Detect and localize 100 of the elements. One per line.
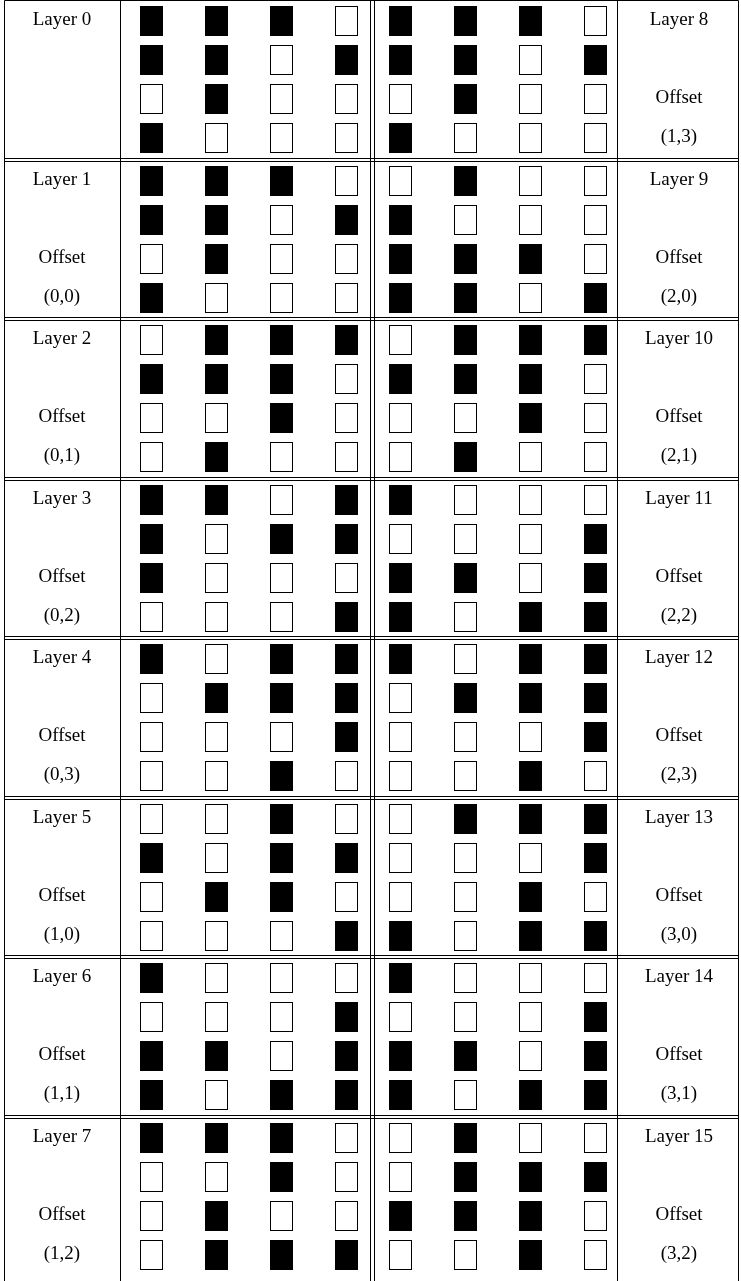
offset-label: Offset: [655, 884, 703, 906]
layer-label: Layer 10: [644, 327, 714, 349]
filled-square: [519, 6, 542, 36]
layer-label: Layer 11: [645, 487, 713, 509]
filled-square: [335, 325, 358, 355]
filled-square: [519, 882, 542, 912]
empty-square: [270, 921, 293, 951]
filled-square: [584, 921, 607, 951]
filled-square: [205, 442, 228, 472]
empty-square: [205, 1080, 228, 1110]
empty-square: [205, 843, 228, 873]
empty-square: [584, 1240, 607, 1270]
offset-coordinates: (1,1): [43, 1082, 81, 1104]
layer-label: Layer 14: [644, 965, 714, 987]
offset-label: Offset: [655, 565, 703, 587]
filled-square: [389, 205, 412, 235]
offset-label: Offset: [655, 405, 703, 427]
filled-square: [335, 1240, 358, 1270]
empty-square: [205, 123, 228, 153]
empty-square: [584, 485, 607, 515]
layer-label: Layer 0: [32, 8, 92, 30]
empty-square: [389, 882, 412, 912]
empty-square: [454, 722, 477, 752]
offset-label: Offset: [655, 1043, 703, 1065]
empty-square: [454, 963, 477, 993]
filled-square: [519, 364, 542, 394]
empty-square: [140, 722, 163, 752]
empty-square: [205, 602, 228, 632]
empty-square: [519, 722, 542, 752]
offset-coordinates: (3,0): [660, 923, 698, 945]
filled-square: [519, 683, 542, 713]
filled-square: [454, 1041, 477, 1071]
filled-square: [584, 563, 607, 593]
layer-label: Layer 15: [644, 1125, 714, 1147]
empty-square: [389, 843, 412, 873]
empty-square: [389, 683, 412, 713]
filled-square: [270, 1123, 293, 1153]
empty-square: [519, 442, 542, 472]
offset-coordinates: (0,2): [43, 604, 81, 626]
empty-square: [270, 1002, 293, 1032]
empty-square: [335, 963, 358, 993]
empty-square: [584, 205, 607, 235]
empty-square: [270, 485, 293, 515]
offset-coordinates: (1,2): [43, 1242, 81, 1264]
empty-square: [454, 843, 477, 873]
empty-square: [454, 485, 477, 515]
offset-coordinates: (2,3): [660, 763, 698, 785]
empty-square: [335, 244, 358, 274]
offset-coordinates: (2,0): [660, 285, 698, 307]
filled-square: [454, 244, 477, 274]
empty-square: [584, 1201, 607, 1231]
empty-square: [454, 403, 477, 433]
filled-square: [335, 843, 358, 873]
filled-square: [584, 1162, 607, 1192]
filled-square: [584, 325, 607, 355]
filled-square: [270, 1240, 293, 1270]
filled-square: [205, 325, 228, 355]
empty-square: [519, 485, 542, 515]
empty-square: [335, 6, 358, 36]
empty-square: [140, 921, 163, 951]
empty-square: [270, 602, 293, 632]
filled-square: [205, 84, 228, 114]
empty-square: [140, 602, 163, 632]
filled-square: [140, 123, 163, 153]
empty-square: [389, 1240, 412, 1270]
filled-square: [389, 963, 412, 993]
filled-square: [584, 45, 607, 75]
empty-square: [519, 283, 542, 313]
empty-square: [454, 205, 477, 235]
empty-square: [270, 1201, 293, 1231]
empty-square: [335, 882, 358, 912]
filled-square: [519, 1162, 542, 1192]
empty-square: [335, 283, 358, 313]
filled-square: [205, 1201, 228, 1231]
filled-square: [140, 205, 163, 235]
empty-square: [335, 1162, 358, 1192]
empty-square: [140, 84, 163, 114]
empty-square: [454, 921, 477, 951]
empty-square: [389, 804, 412, 834]
filled-square: [584, 804, 607, 834]
filled-square: [335, 644, 358, 674]
empty-square: [584, 1123, 607, 1153]
filled-square: [270, 761, 293, 791]
offset-label: Offset: [655, 724, 703, 746]
empty-square: [335, 1201, 358, 1231]
empty-square: [270, 1041, 293, 1071]
layer-label: Layer 4: [32, 646, 92, 668]
filled-square: [519, 602, 542, 632]
empty-square: [584, 761, 607, 791]
filled-square: [140, 563, 163, 593]
empty-square: [519, 45, 542, 75]
filled-square: [270, 403, 293, 433]
offset-coordinates: (1,3): [660, 125, 698, 147]
filled-square: [140, 524, 163, 554]
offset-coordinates: (3,2): [660, 1242, 698, 1264]
offset-label: Offset: [38, 884, 86, 906]
empty-square: [140, 882, 163, 912]
empty-square: [389, 84, 412, 114]
filled-square: [584, 644, 607, 674]
empty-square: [335, 563, 358, 593]
